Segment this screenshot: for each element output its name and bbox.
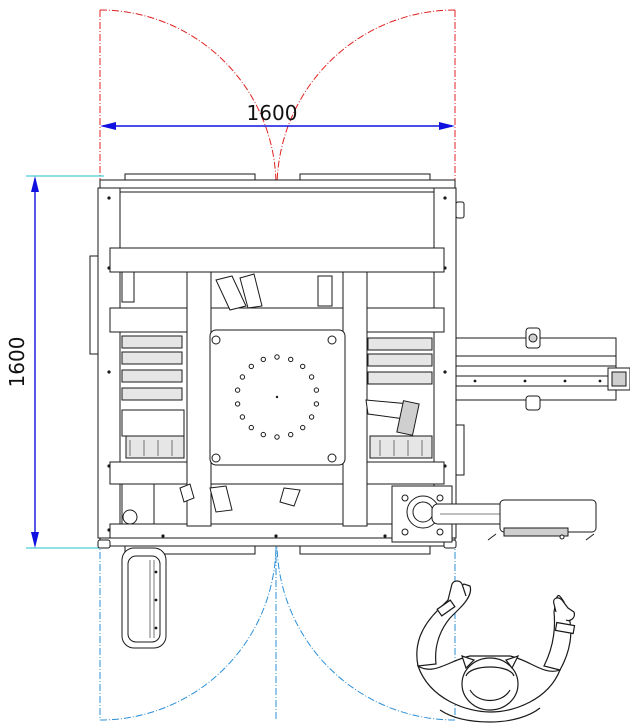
operator-left-hand <box>447 580 467 601</box>
upper-left-block <box>121 271 135 303</box>
plate-hole <box>248 424 255 431</box>
plate-center-mark <box>275 395 279 399</box>
lower-conveyor <box>121 547 167 649</box>
width-arrow-right <box>439 122 455 130</box>
bottom-door-swing-left-arc <box>99 543 277 721</box>
plate-hole <box>234 401 241 407</box>
plate-hole <box>260 431 266 438</box>
bottom-door-swing-right-arc <box>276 543 456 721</box>
operator-left-cuff <box>436 599 456 617</box>
operator-right-hand <box>553 597 575 622</box>
top-door-swing-right-arc <box>276 9 456 187</box>
height-arrow-bottom <box>31 532 39 548</box>
bottom-lid-handle-right <box>299 545 431 555</box>
beam-upper <box>109 247 445 273</box>
width-arrow-left <box>100 122 116 130</box>
right-hinge-top <box>455 201 465 219</box>
operator-hat-ear-right <box>505 654 520 670</box>
plate-hole <box>300 424 306 431</box>
plate-hole <box>288 431 294 438</box>
plate-hole <box>308 414 315 420</box>
plate-corner-hole-tl <box>211 335 221 345</box>
left-roller-1 <box>121 335 183 349</box>
plate-hole <box>300 363 306 370</box>
bottom-door-swing <box>99 540 456 721</box>
plate-hole <box>234 387 241 393</box>
plate-hole <box>313 401 320 407</box>
plate-corner-hole-tr <box>327 335 337 345</box>
robot-gripper-plate <box>499 499 597 533</box>
plate-corner-hole-br <box>327 453 337 463</box>
right-roller-2 <box>367 353 433 367</box>
inner-mechanisms <box>121 271 433 525</box>
plate-hole <box>274 434 280 440</box>
right-conveyor-end-motor <box>611 371 627 387</box>
height-arrow-top <box>31 176 39 192</box>
top-door-swing <box>99 9 456 187</box>
top-door-swing-left-arc <box>99 9 277 187</box>
plate-hole <box>248 363 255 370</box>
upper-chute-left <box>215 275 247 311</box>
lower-conveyor-belt <box>127 555 161 643</box>
beam-vertical-right <box>342 271 368 527</box>
central-plate <box>209 329 346 466</box>
beam-vertical-left <box>186 271 212 527</box>
plate-hole-ring <box>234 354 320 440</box>
height-dimension-label: 1600 <box>5 337 29 388</box>
plate-hole <box>288 356 294 363</box>
left-roller-4 <box>121 387 183 401</box>
right-conveyor-sensor-bottom <box>525 395 541 411</box>
left-roller-2 <box>121 351 183 365</box>
upper-right-block <box>317 275 333 307</box>
left-roller-housing <box>121 409 185 437</box>
right-guide-clamp <box>396 400 420 436</box>
operator-hat-ear-left <box>461 655 476 670</box>
frame-left-post <box>97 187 121 539</box>
left-roller-base <box>125 435 185 459</box>
frame-bolts <box>107 196 447 538</box>
lower-bracket-left <box>179 483 195 503</box>
plate-hole <box>274 354 280 360</box>
robot-arm <box>391 485 597 543</box>
width-dimension: 1600 <box>100 101 455 130</box>
width-dimension-label: 1600 <box>247 101 298 125</box>
operator-hat-ridge <box>469 689 511 702</box>
lower-left-wheel <box>122 509 138 525</box>
bottom-lid-handle-left <box>124 545 256 555</box>
operator-back <box>439 707 541 723</box>
right-roller-base <box>369 435 433 459</box>
robot-gripper-bar <box>503 527 569 537</box>
right-conveyor <box>455 327 630 411</box>
plate-hole <box>260 356 266 363</box>
plate-hole <box>239 374 246 380</box>
lower-chute-center <box>279 487 301 507</box>
plate-hole <box>313 387 320 393</box>
left-roller-3 <box>121 369 183 383</box>
foot-left <box>97 539 111 549</box>
bottom-rail <box>97 537 457 555</box>
right-roller-1 <box>367 337 433 351</box>
lower-chute-left <box>209 485 233 513</box>
right-roller-3 <box>367 371 433 385</box>
beam-middle-upper <box>109 307 445 333</box>
operator-left-arm <box>416 583 472 667</box>
plate-hole <box>239 414 246 420</box>
operator-right-cuff <box>554 621 576 635</box>
operator-hat-brim <box>465 666 515 677</box>
right-side-panel <box>455 424 465 476</box>
height-dimension: 1600 <box>5 175 104 549</box>
plate-corner-hole-bl <box>211 453 221 463</box>
upper-chute-right <box>239 273 263 309</box>
left-side-panel <box>89 255 99 355</box>
operator-figure <box>416 580 576 723</box>
plate-hole <box>308 374 315 380</box>
